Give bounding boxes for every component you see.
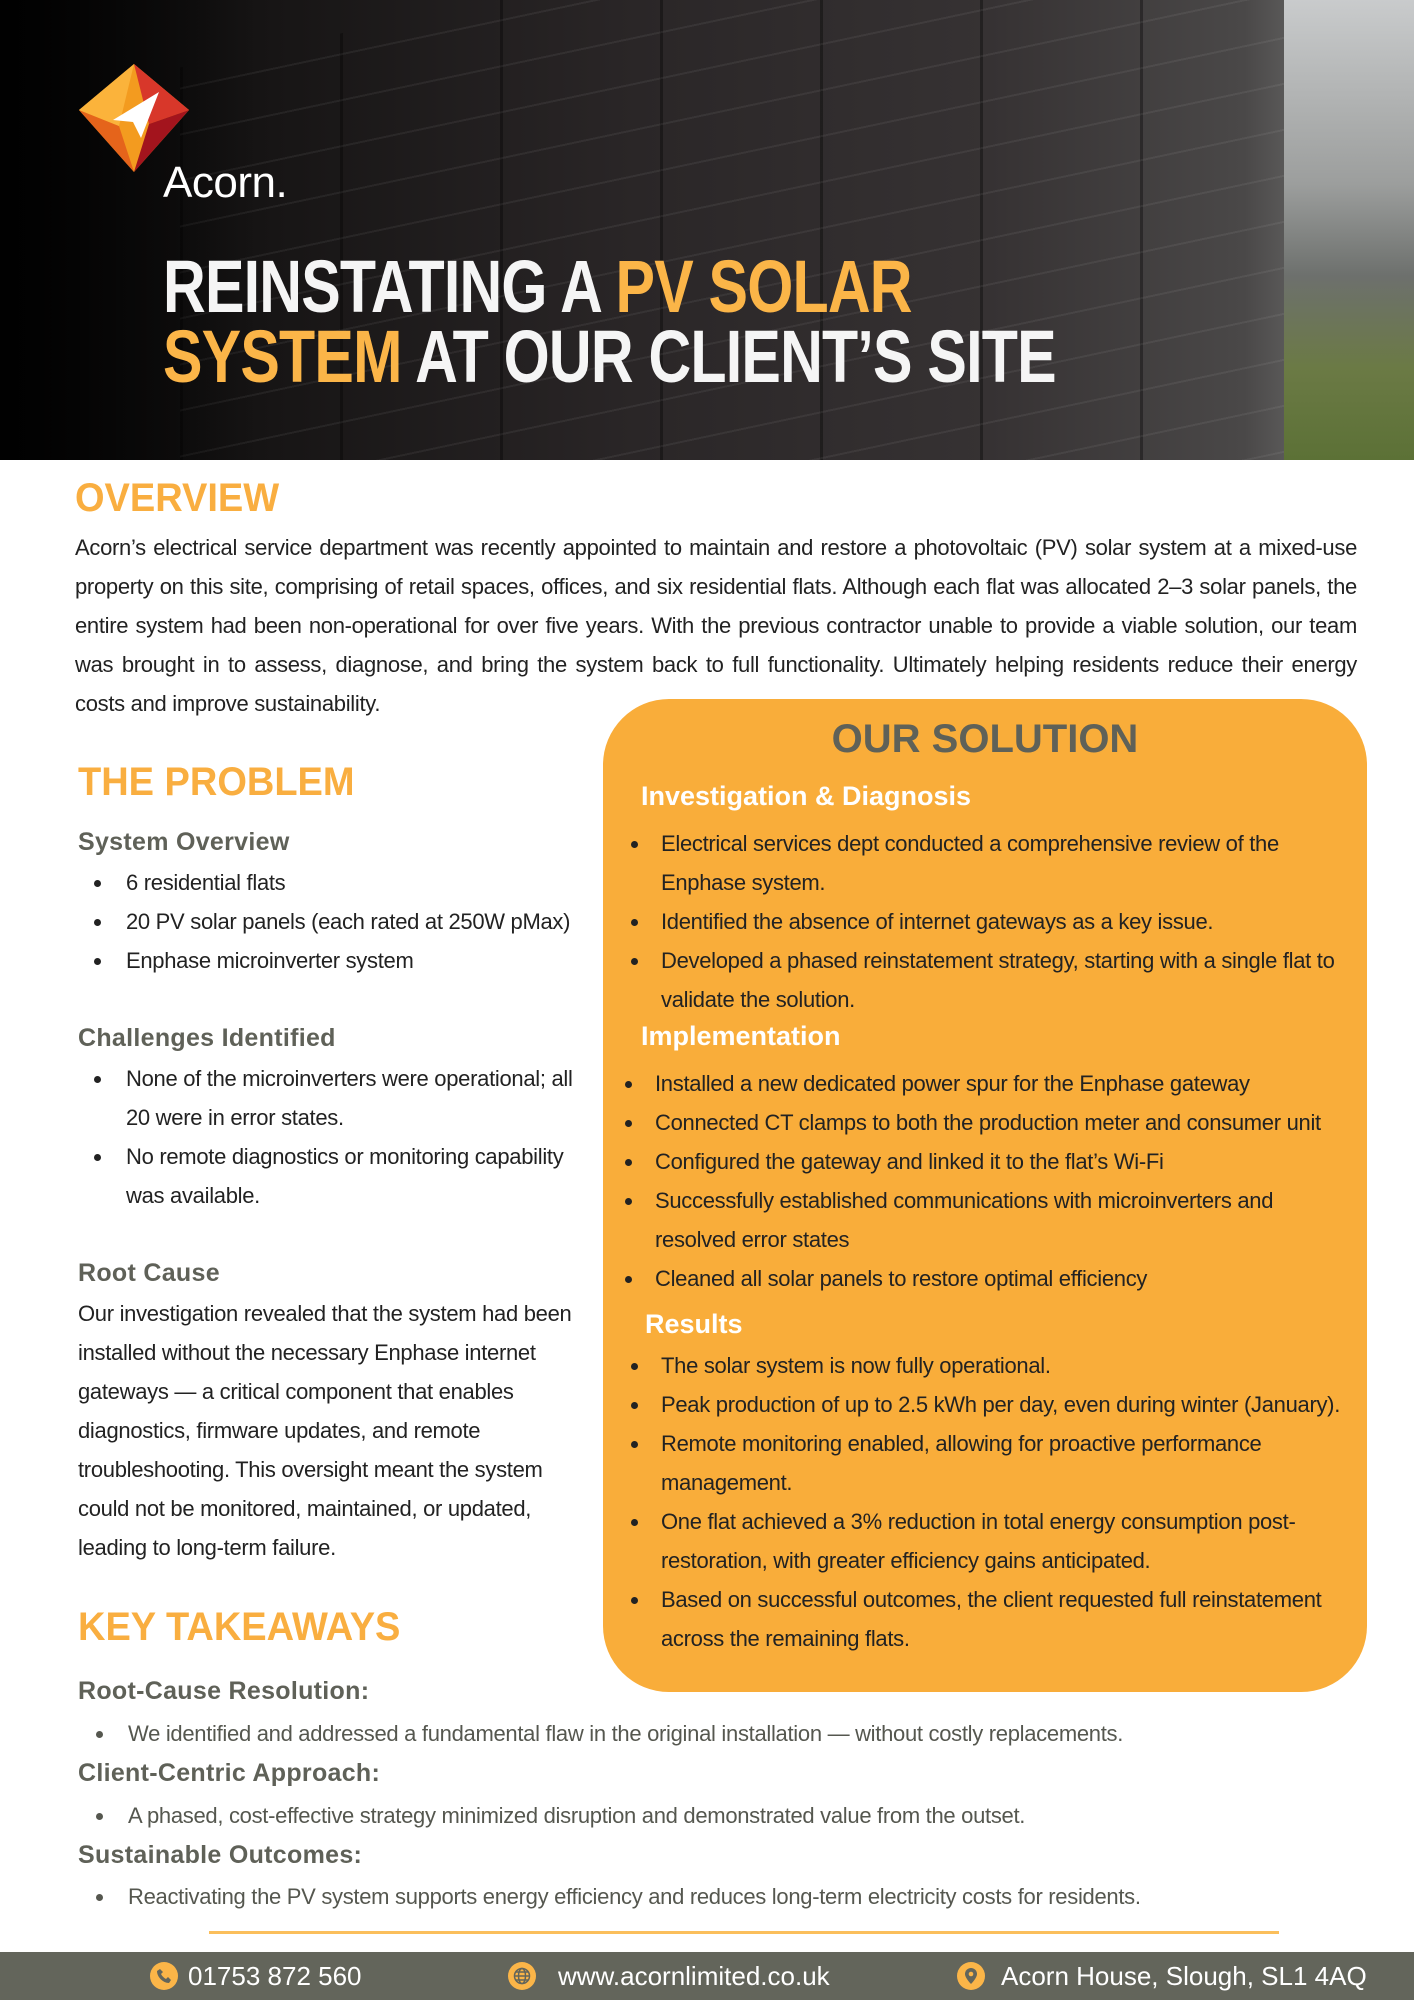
list-item: Electrical services dept conducted a com…: [619, 824, 1359, 902]
problem-heading: THE PROBLEM: [78, 760, 355, 804]
results-list: The solar system is now fully operationa…: [619, 1346, 1363, 1658]
building-photo: [1284, 0, 1414, 460]
takeaway-list: We identified and addressed a fundamenta…: [80, 1714, 1360, 1753]
acorn-logo-icon: [79, 64, 189, 172]
list-item: Installed a new dedicated power spur for…: [613, 1064, 1359, 1103]
globe-icon: [508, 1962, 536, 1990]
overview-text: Acorn’s electrical service department wa…: [75, 535, 1357, 716]
solution-panel: OUR SOLUTION Investigation & Diagnosis E…: [603, 699, 1367, 1692]
implementation-heading: Implementation: [641, 1021, 841, 1051]
location-pin-icon: [957, 1962, 985, 1990]
phone-icon: [150, 1962, 178, 1990]
phone-number: 01753 872 560: [188, 1960, 362, 1991]
footer: 01753 872 560 www.acornlimited.co.uk Aco…: [0, 1952, 1414, 2000]
title-highlight: PV SOLAR: [615, 245, 913, 328]
list-item: One flat achieved a 3% reduction in tota…: [619, 1502, 1363, 1580]
takeaway-heading: Root-Cause Resolution:: [78, 1677, 370, 1705]
list-item: 20 PV solar panels (each rated at 250W p…: [78, 902, 598, 941]
list-item: The solar system is now fully operationa…: [619, 1346, 1363, 1385]
list-item: None of the microinverters were operatio…: [78, 1059, 578, 1137]
list-item: Based on successful outcomes, the client…: [619, 1580, 1363, 1658]
list-item: No remote diagnostics or monitoring capa…: [78, 1137, 578, 1215]
hero-banner: Acorn. REINSTATING A PV SOLAR SYSTEM AT …: [0, 0, 1414, 460]
list-item: Reactivating the PV system supports ener…: [80, 1877, 1360, 1916]
list-item: Connected CT clamps to both the producti…: [613, 1103, 1359, 1142]
system-overview-list: 6 residential flats 20 PV solar panels (…: [78, 863, 598, 980]
takeaway-list: A phased, cost-effective strategy minimi…: [80, 1796, 1360, 1835]
takeaway-list: Reactivating the PV system supports ener…: [80, 1877, 1360, 1916]
overview-heading: OVERVIEW: [75, 476, 280, 520]
divider: [209, 1931, 1279, 1934]
list-item: 6 residential flats: [78, 863, 598, 902]
challenges-heading: Challenges Identified: [78, 1024, 336, 1052]
footer-website[interactable]: www.acornlimited.co.uk: [508, 1952, 830, 2000]
list-item: Remote monitoring enabled, allowing for …: [619, 1424, 1363, 1502]
solution-heading: OUR SOLUTION: [831, 717, 1139, 761]
list-item: Developed a phased reinstatement strateg…: [619, 941, 1359, 1019]
page-title-line-2: SYSTEM AT OUR CLIENT’S SITE: [163, 320, 1057, 394]
implementation-list: Installed a new dedicated power spur for…: [613, 1064, 1359, 1298]
takeaway-heading: Sustainable Outcomes:: [78, 1841, 363, 1869]
list-item: Enphase microinverter system: [78, 941, 598, 980]
system-overview-heading: System Overview: [78, 828, 290, 856]
investigation-heading: Investigation & Diagnosis: [641, 781, 972, 811]
brand-name: Acorn.: [163, 158, 288, 207]
list-item: Configured the gateway and linked it to …: [613, 1142, 1359, 1181]
challenges-list: None of the microinverters were operatio…: [78, 1059, 578, 1215]
website-link[interactable]: www.acornlimited.co.uk: [558, 1960, 830, 1991]
investigation-list: Electrical services dept conducted a com…: [619, 824, 1359, 1019]
list-item: Successfully established communications …: [613, 1181, 1359, 1259]
address-text: Acorn House, Slough, SL1 4AQ: [1001, 1960, 1367, 1991]
results-heading: Results: [645, 1309, 743, 1339]
title-text: REINSTATING A: [163, 245, 616, 328]
list-item: We identified and addressed a fundamenta…: [80, 1714, 1360, 1753]
page-title-line-1: REINSTATING A PV SOLAR: [163, 250, 913, 324]
title-highlight: SYSTEM: [163, 315, 402, 398]
takeaway-heading: Client-Centric Approach:: [78, 1759, 381, 1787]
footer-address: Acorn House, Slough, SL1 4AQ: [957, 1952, 1367, 2000]
footer-phone[interactable]: 01753 872 560: [150, 1952, 362, 2000]
list-item: Identified the absence of internet gatew…: [619, 902, 1359, 941]
title-text: AT OUR CLIENT’S SITE: [401, 315, 1056, 398]
root-cause-text: Our investigation revealed that the syst…: [78, 1301, 572, 1560]
root-cause-heading: Root Cause: [78, 1259, 220, 1287]
list-item: Peak production of up to 2.5 kWh per day…: [619, 1385, 1363, 1424]
list-item: A phased, cost-effective strategy minimi…: [80, 1796, 1360, 1835]
takeaways-heading: KEY TAKEAWAYS: [78, 1605, 401, 1649]
list-item: Cleaned all solar panels to restore opti…: [613, 1259, 1359, 1298]
